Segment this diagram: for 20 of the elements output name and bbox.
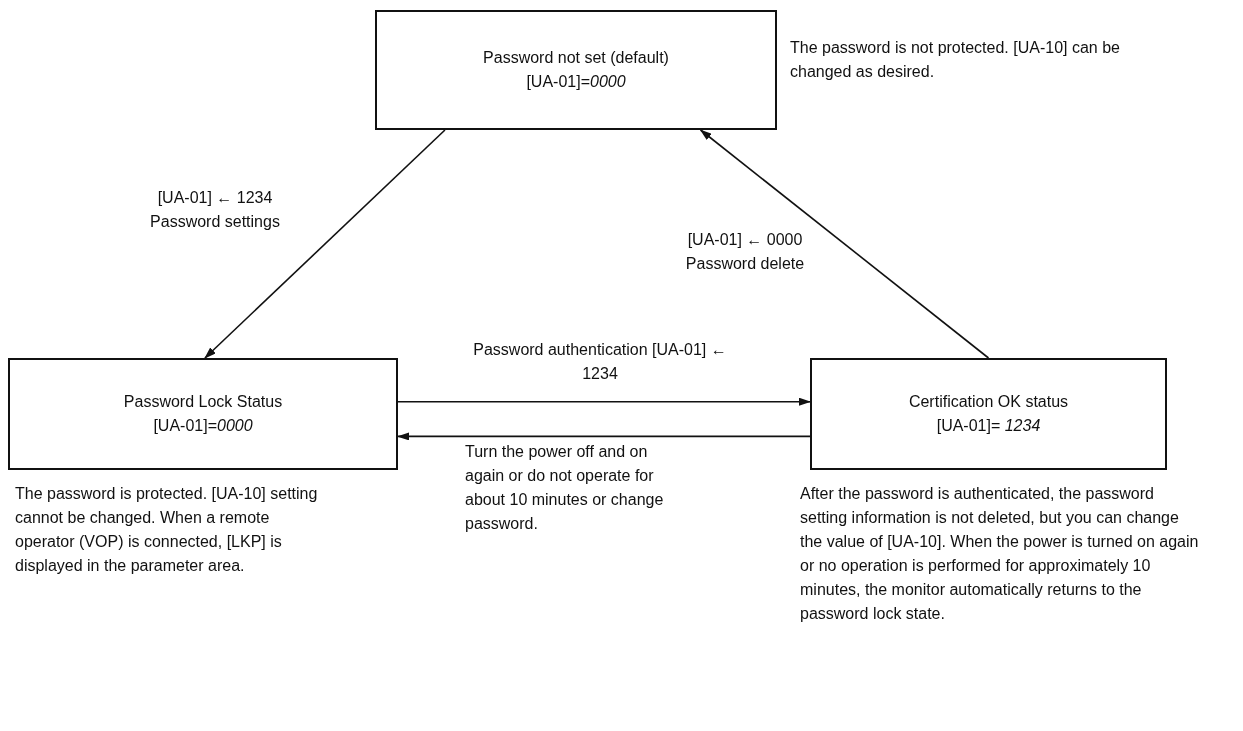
edge-label: [UA-01] ← 1234 Password settings <box>149 188 281 232</box>
state-text: Certification OK status <box>908 392 1069 412</box>
state-text: Password not set (default) <box>483 48 669 68</box>
state-text: [UA-01]=0000 <box>526 72 626 92</box>
state-note: The password is not protected. [UA-10] can be changed as desired. <box>790 38 1120 82</box>
state-box <box>810 358 1167 470</box>
edge-label: [UA-01] ← 0000 Password delete <box>684 230 806 274</box>
arrow <box>204 129 446 359</box>
edge-label: Turn the power off and on again or do not operate for about 10 minutes or change password. <box>465 442 665 534</box>
state-note: The password is protected. [UA-10] setting cannot be changed. When a remote operator (VOP) is connected, [LKP] is displayed in the parameter area. <box>15 484 319 576</box>
state-text: [UA-01]= 1234 <box>936 416 1041 436</box>
state-text: [UA-01]=0000 <box>153 416 253 436</box>
edge-label: Password authentication [UA-01] ← 1234 <box>472 340 728 384</box>
state-note: After the password is authenticated, the password setting information is not deleted, but you can change the value of [UA-10]. When the power is turned on again or no operation is performed for approximately 10 minutes, the monitor automatically returns to the password lock state. <box>800 484 1200 624</box>
state-box <box>375 10 777 130</box>
state-text: Password Lock Status <box>123 392 283 412</box>
state-box <box>8 358 398 470</box>
arrow <box>397 432 811 441</box>
arrow <box>397 397 811 406</box>
arrow <box>699 129 990 359</box>
